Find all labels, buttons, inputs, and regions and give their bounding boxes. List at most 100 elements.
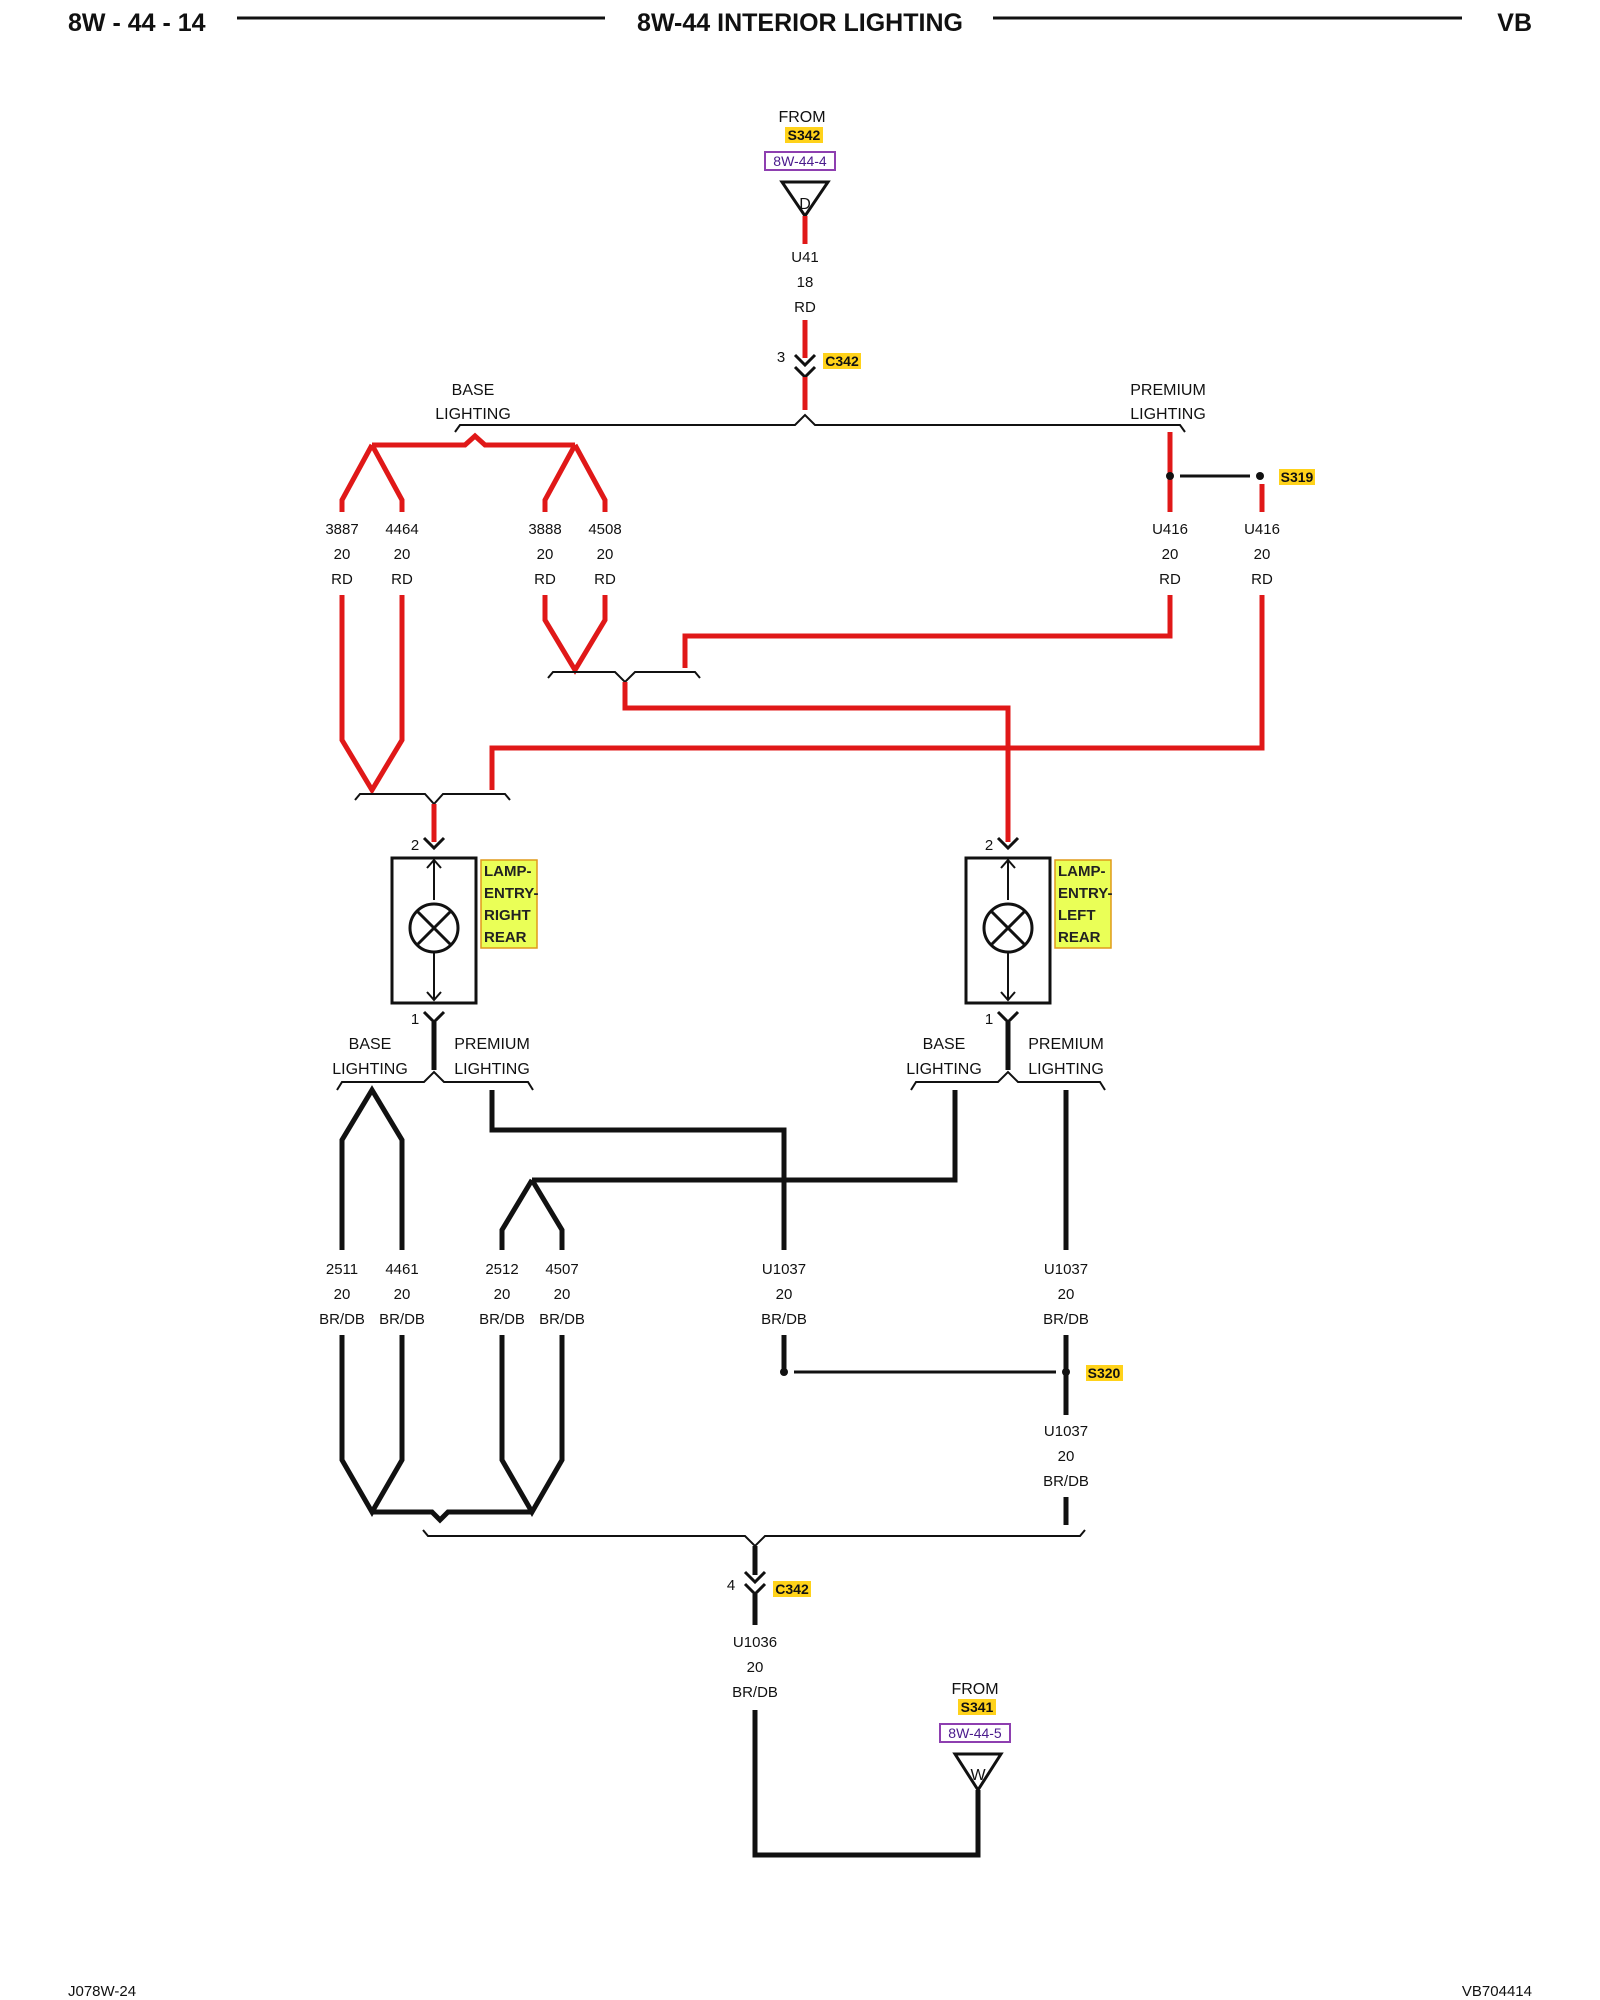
- mid-bracket-left: [547, 671, 701, 684]
- wire-u416a-circuit: U416: [1152, 521, 1188, 538]
- top-splice-s342[interactable]: S342: [788, 127, 821, 143]
- s320-highlight: [1086, 1365, 1123, 1381]
- wire-3888-circuit: 3888: [528, 521, 561, 538]
- lamp-right-upper-arrow-icon: [426, 858, 442, 869]
- lamp-right-bottom-connector-icon: [422, 1010, 446, 1025]
- lamp-left-bulb-cross: [989, 909, 1027, 947]
- lamp-left-upper-arrow-icon: [1000, 858, 1016, 869]
- left-premium-label-2: LIGHTING: [1028, 1061, 1104, 1078]
- bottom-ref-box: [939, 1723, 1011, 1743]
- wire-4508-color: RD: [594, 571, 616, 588]
- wire-u416b-color: RD: [1251, 571, 1273, 588]
- red-3887-top: [339, 443, 375, 512]
- lamp-right-lower-arrow-icon: [426, 991, 442, 1002]
- wire-4507-color: BR/DB: [539, 1311, 585, 1328]
- blk-4507-top: [529, 1178, 565, 1250]
- lower-bracket-right-lamp: [336, 1070, 534, 1091]
- right-base-label-2: LIGHTING: [332, 1061, 408, 1078]
- c342-top-label[interactable]: C342: [825, 353, 859, 369]
- footer-right-code: VB704414: [1462, 1983, 1532, 2000]
- blk-u1036-lower: [752, 1710, 981, 1858]
- blk-2511-4461-lower: [339, 1335, 405, 1518]
- c342-top-connector-icon: [793, 353, 817, 380]
- top-premium-label-1: PREMIUM: [1130, 382, 1206, 399]
- lamp-right-label-4: REAR: [484, 929, 527, 946]
- bottom-splice-s341[interactable]: S341: [961, 1699, 994, 1715]
- bottom-source-triangle-icon: [952, 1752, 1004, 1793]
- wire-2512-color: BR/DB: [479, 1311, 525, 1328]
- top-source-triangle-icon: [779, 180, 831, 219]
- top-from-label: FROM: [778, 109, 825, 126]
- s319-splice-dot-left: [1166, 472, 1174, 480]
- wire-u41-gauge: 18: [797, 274, 814, 291]
- c342-top-pin: 3: [777, 349, 785, 366]
- lamp-right-label-2: ENTRY-: [484, 885, 538, 902]
- left-premium-label-1: PREMIUM: [1028, 1036, 1104, 1053]
- wire-u1037a-gauge: 20: [776, 1286, 793, 1303]
- lamp-entry-left-rear[interactable]: 2 LAMP- ENTRY- LEFT REAR 1: [964, 836, 1112, 1028]
- wire-u1037a-circuit: U1037: [762, 1261, 806, 1278]
- red-4508-top: [572, 443, 608, 512]
- red-to-left-lamp: [622, 682, 1011, 842]
- s320-splice-dot-left: [780, 1368, 788, 1376]
- red-3887-4464-lower: [339, 595, 405, 795]
- wire-u416b-circuit: U416: [1244, 521, 1280, 538]
- wire-u1036-gauge: 20: [747, 1659, 764, 1676]
- top-terminal-d: D: [799, 196, 811, 213]
- lamp-left-top-connector-icon: [996, 836, 1020, 851]
- wire-2512-gauge: 20: [494, 1286, 511, 1303]
- wire-u416b-gauge: 20: [1254, 546, 1271, 563]
- blk-left-base-route: [532, 1090, 958, 1183]
- red-base-bus: [372, 432, 575, 448]
- wire-3887-gauge: 20: [334, 546, 351, 563]
- lamp-right-label-1: LAMP-: [484, 863, 532, 880]
- page-number: 8W - 44 - 14: [68, 9, 206, 37]
- wire-2512-circuit: 2512: [485, 1261, 518, 1278]
- top-ref-box: [764, 151, 836, 171]
- wire-4464-gauge: 20: [394, 546, 411, 563]
- wire-u1037b-color: BR/DB: [1043, 1311, 1089, 1328]
- lamp-left-label-1: LAMP-: [1058, 863, 1106, 880]
- black-wire-labels: 2511 20 BR/DB 4461 20 BR/DB 2512 20 BR/D…: [319, 1261, 1089, 1490]
- c342-bottom-connector-icon: [743, 1570, 767, 1597]
- s320-label[interactable]: S320: [1088, 1365, 1121, 1381]
- blk-2512-4507-lower: [499, 1335, 565, 1518]
- wire-3888-color: RD: [534, 571, 556, 588]
- blk-2512-top: [499, 1178, 535, 1250]
- bottom-from-label: FROM: [951, 1681, 998, 1698]
- wire-u1036-circuit: U1036: [733, 1634, 777, 1651]
- wire-u41-color: RD: [794, 299, 816, 316]
- right-base-label-1: BASE: [349, 1036, 392, 1053]
- bottom-option-bracket: [422, 1529, 1086, 1548]
- right-premium-label-1: PREMIUM: [454, 1036, 530, 1053]
- wire-u1037c-circuit: U1037: [1044, 1423, 1088, 1440]
- blk-base-bus: [372, 1509, 532, 1524]
- blk-right-premium-route: [489, 1090, 787, 1250]
- red-u416a-route: [682, 595, 1173, 668]
- s319-label[interactable]: S319: [1281, 469, 1314, 485]
- wire-u1037c-gauge: 20: [1058, 1448, 1075, 1465]
- lamp-left-label-highlight: [1054, 859, 1112, 949]
- lamp-entry-right-rear[interactable]: 2 LAMP- ENTRY- RIGHT REAR 1: [390, 836, 538, 1028]
- top-ref-link[interactable]: 8W-44-4: [773, 153, 827, 169]
- bottom-ref-link[interactable]: 8W-44-5: [948, 1725, 1002, 1741]
- wire-u1037b-circuit: U1037: [1044, 1261, 1088, 1278]
- lower-bracket-left-lamp: [910, 1070, 1106, 1091]
- wire-4464-color: RD: [391, 571, 413, 588]
- c342-bottom-label[interactable]: C342: [775, 1581, 809, 1597]
- wire-4508-gauge: 20: [597, 546, 614, 563]
- lamp-left-label-4: REAR: [1058, 929, 1101, 946]
- footer-left-code: J078W-24: [68, 1983, 136, 2000]
- wire-u1036-color: BR/DB: [732, 1684, 778, 1701]
- top-splice-highlight: [785, 127, 823, 143]
- wire-u41-circuit: U41: [791, 249, 819, 266]
- lamp-left-lower-arrow-icon: [1000, 991, 1016, 1002]
- lamp-right-top-pin: 2: [411, 837, 419, 854]
- left-base-label-2: LIGHTING: [906, 1061, 982, 1078]
- wire-4461-color: BR/DB: [379, 1311, 425, 1328]
- wire-4461-circuit: 4461: [385, 1261, 418, 1278]
- top-option-bracket: [454, 413, 1186, 433]
- wire-u1037c-color: BR/DB: [1043, 1473, 1089, 1490]
- wire-3888-gauge: 20: [537, 546, 554, 563]
